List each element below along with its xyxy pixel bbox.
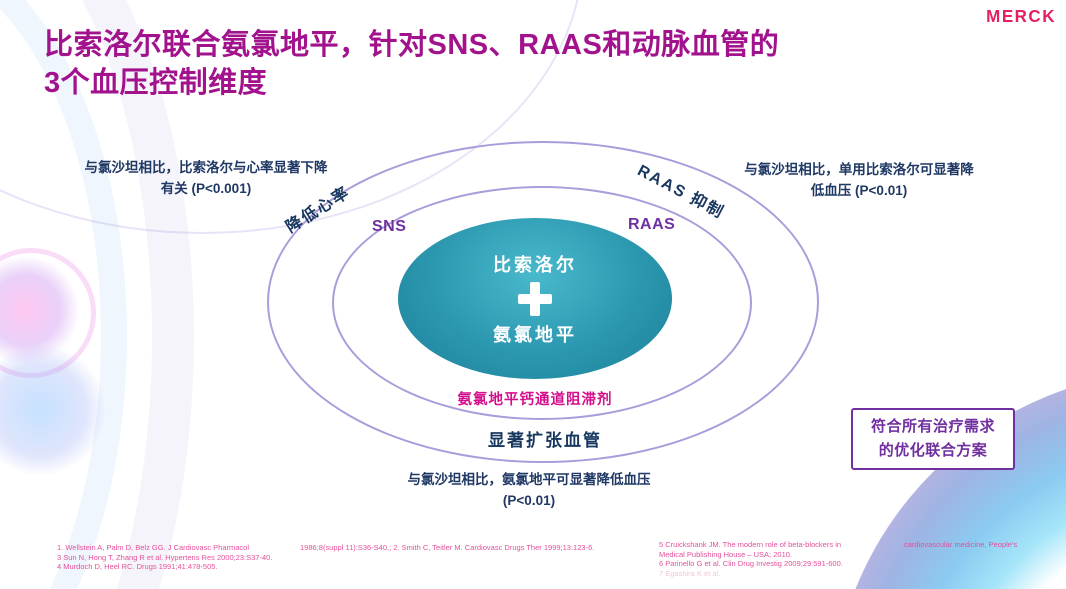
page-title-line1: 比索洛尔联合氨氯地平，针对SNS、RAAS和动脉血管的 xyxy=(44,29,780,61)
plus-icon xyxy=(518,281,552,316)
reference-line: Medical Publishing House – USA; 2010. xyxy=(659,549,792,559)
annotation-bottom: 与氯沙坦相比，氨氯地平可显著降低血压 (P<0.01) xyxy=(392,470,666,512)
background-flare-ring xyxy=(0,248,96,378)
center-drug-bisoprolol: 比索洛尔 xyxy=(493,254,577,275)
annotation-bottom-line1: 与氯沙坦相比，氨氯地平可显著降低血压 xyxy=(407,472,651,487)
diagram-center-ellipse: 比索洛尔 氨氯地平 xyxy=(398,218,672,379)
references-block2: 1986;8(suppl 11):S36-S40.; 2. Smith C, T… xyxy=(300,543,594,553)
references-block1: 1. Wellstein A, Palm D, Belz GG. J Cardi… xyxy=(57,543,272,572)
references-block4: cardiovascular medicine, People's xyxy=(904,540,1017,550)
reference-line: 3 Sun N, Hong T, Zhang R et al. Hyperten… xyxy=(57,552,273,562)
vasodilation-label: 显著扩张血管 xyxy=(488,431,602,450)
reference-line: 1986;8(suppl 11):S36-S40.; 2. Smith C, T… xyxy=(300,543,595,552)
annotation-left-line1: 与氯沙坦相比，比索洛尔与心率显著下降 xyxy=(84,160,328,175)
annotation-bottom-line2: (P<0.01) xyxy=(502,492,556,508)
page-title-line2: 3个血压控制维度 xyxy=(44,67,268,100)
ccb-label: 氨氯地平钙通道阻滞剂 xyxy=(457,392,613,408)
background-flare-pink xyxy=(0,255,80,365)
background-gradient-corner xyxy=(830,370,1066,589)
reference-line: cardiovascular medicine, People's xyxy=(904,540,1018,549)
annotation-left-line2: 有关 (P<0.001) xyxy=(160,180,252,196)
diagram-outer-ring xyxy=(267,141,819,463)
annotation-right: 与氯沙坦相比，单用比索洛尔可显著降 低血压 (P<0.01) xyxy=(733,160,985,202)
reference-line: 1. Wellstein A, Palm D, Belz GG. J Cardi… xyxy=(57,543,250,552)
diagram-middle-ring xyxy=(332,186,752,420)
callout-box: 符合所有治疗需求 的优化联合方案 xyxy=(851,408,1015,470)
center-drug-amlodipine: 氨氯地平 xyxy=(493,324,577,345)
sns-label: SNS xyxy=(372,218,407,235)
annotation-right-line2: 低血压 (P<0.01) xyxy=(810,182,908,198)
references-block3: 5 Cruickshank JM. The modern role of bet… xyxy=(659,540,843,578)
reference-line: 7 Egashira K et al. xyxy=(659,568,721,578)
background-flare-blue xyxy=(0,345,105,475)
reference-line: 4 Murdoch D, Heel RC. Drugs 1991;41:478-… xyxy=(57,562,218,571)
callout-line2: 的优化联合方案 xyxy=(878,442,988,459)
page-title: 比索洛尔联合氨氯地平，针对SNS、RAAS和动脉血管的 3个血压控制维度 xyxy=(44,26,874,103)
reference-line: 6 Parinello G et al. Clin Drug Investig … xyxy=(659,559,843,568)
raas-label: RAAS xyxy=(628,216,676,233)
reference-line: 5 Cruickshank JM. The modern role of bet… xyxy=(659,540,842,549)
callout-line1: 符合所有治疗需求 xyxy=(870,418,995,435)
annotation-left: 与氯沙坦相比，比索洛尔与心率显著下降 有关 (P<0.001) xyxy=(56,158,356,200)
merck-logo: MERCK xyxy=(986,6,1056,27)
annotation-right-line1: 与氯沙坦相比，单用比索洛尔可显著降 xyxy=(744,162,974,177)
